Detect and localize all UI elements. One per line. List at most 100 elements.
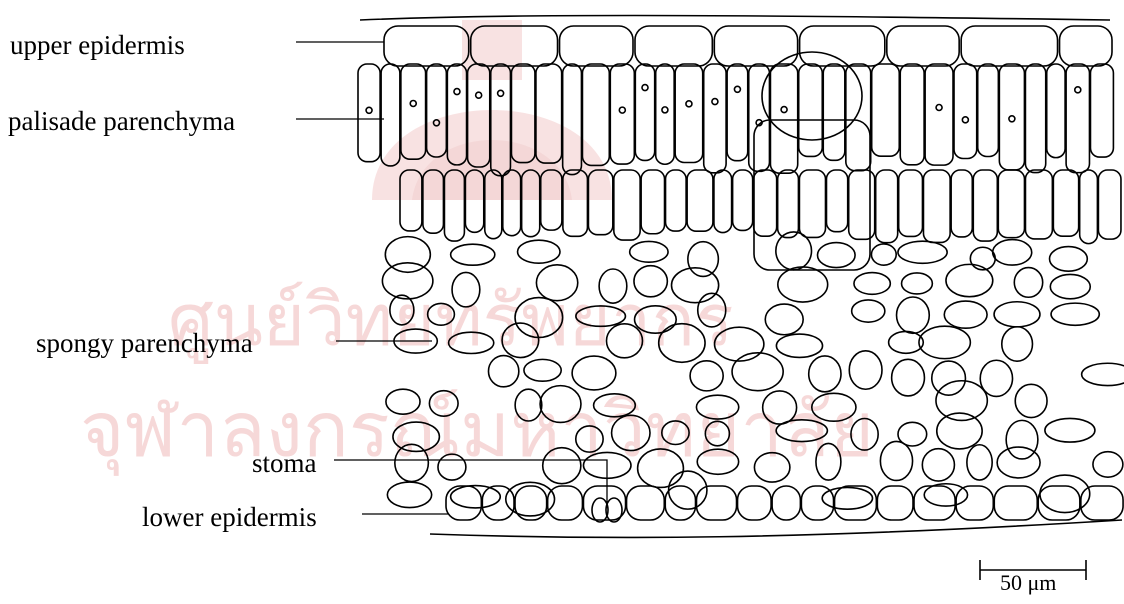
- palisade-cell: [635, 64, 654, 160]
- palisade-cell: [1098, 170, 1121, 239]
- spongy-cell: [688, 242, 719, 277]
- spongy-cell: [1082, 363, 1124, 385]
- palisade-cell: [733, 170, 753, 230]
- palisade-cell: [799, 170, 825, 237]
- palisade-cell: [687, 170, 713, 231]
- spongy-cell: [936, 381, 987, 421]
- spongy-cell: [1045, 418, 1095, 442]
- palisade-cell: [588, 170, 612, 235]
- palisade-cell: [872, 64, 900, 156]
- lower-epidermis-cell: [548, 486, 583, 520]
- spongy-cell: [997, 447, 1040, 478]
- palisade-cell: [465, 170, 483, 232]
- spongy-cell: [993, 240, 1032, 266]
- spongy-cell: [776, 232, 812, 270]
- palisade-cell: [1066, 64, 1089, 173]
- cell-nucleus: [476, 92, 482, 98]
- lower-epidermis-cell: [914, 486, 955, 520]
- spongy-cell: [816, 443, 841, 480]
- spongy-cell: [536, 265, 577, 301]
- label-stoma: stoma: [252, 450, 317, 477]
- spongy-cell: [889, 331, 924, 353]
- upper-epidermis-cell: [961, 26, 1057, 66]
- palisade-cell: [1025, 64, 1045, 173]
- upper-epidermis-cell: [384, 26, 469, 66]
- spongy-cell: [967, 445, 992, 480]
- cell-nucleus: [433, 120, 439, 126]
- cell-nucleus: [936, 104, 942, 110]
- spongy-cell: [880, 441, 912, 480]
- palisade-cell: [491, 64, 511, 176]
- palisade-cell: [641, 170, 664, 234]
- upper-cuticle-line: [360, 16, 1110, 21]
- spongy-cell: [818, 243, 856, 268]
- palisade-cell: [799, 64, 823, 156]
- palisade-cell: [536, 64, 562, 163]
- upper-epidermis-cell: [1060, 26, 1112, 66]
- palisade-cell: [951, 170, 972, 237]
- palisade-cell: [400, 170, 422, 231]
- label-lower-epidermis: lower epidermis: [142, 504, 317, 531]
- cell-nucleus: [366, 107, 372, 113]
- spongy-cell: [809, 356, 841, 392]
- palisade-cell: [1047, 64, 1065, 158]
- spongy-cell: [1002, 327, 1033, 361]
- spongy-cell: [634, 266, 667, 297]
- lower-epidermis-cell: [583, 486, 625, 520]
- spongy-cell: [902, 273, 933, 294]
- spongy-cell: [515, 298, 563, 338]
- palisade-cell: [582, 64, 609, 165]
- upper-epidermis-cell: [635, 26, 712, 66]
- palisade-cell: [978, 64, 999, 156]
- palisade-cell: [714, 170, 732, 233]
- palisade-cell: [973, 170, 997, 241]
- spongy-cell: [922, 449, 954, 481]
- lower-epidermis-cell: [627, 486, 665, 520]
- cell-nucleus: [410, 100, 416, 106]
- palisade-cell: [503, 170, 521, 236]
- leader-lines: [296, 42, 607, 514]
- spongy-cell: [428, 303, 455, 325]
- palisade-cell: [770, 64, 797, 173]
- spongy-cell: [386, 389, 420, 414]
- spongy-cell: [599, 269, 627, 303]
- palisade-cell: [675, 64, 703, 162]
- palisade-cell: [1080, 170, 1098, 244]
- palisade-cell: [401, 64, 426, 159]
- palisade-cell: [468, 64, 490, 167]
- palisade-cell: [923, 170, 950, 242]
- palisade-cell: [823, 64, 845, 160]
- spongy-cell: [452, 272, 480, 306]
- palisade-cell: [925, 64, 953, 165]
- palisade-cell: [1090, 64, 1113, 157]
- spongy-cell: [429, 391, 458, 417]
- palisade-cell: [485, 170, 502, 239]
- spongy-cell: [449, 332, 494, 353]
- palisade-cell: [656, 64, 674, 164]
- lower-epidermis-cell: [738, 486, 772, 520]
- palisade-cell: [704, 64, 726, 173]
- label-upper-epidermis: upper epidermis: [10, 32, 185, 59]
- spongy-cell: [451, 244, 495, 265]
- cell-layers: [358, 16, 1124, 538]
- palisade-cell: [954, 64, 977, 159]
- spongy-cell: [854, 273, 890, 295]
- lower-epidermis-cell: [665, 486, 695, 520]
- spongy-cell: [776, 420, 827, 442]
- upper-epidermis-cell: [471, 26, 558, 66]
- spongy-cell: [812, 393, 856, 421]
- palisade-cell: [522, 170, 540, 237]
- palisade-cell: [541, 170, 562, 230]
- spongy-cell: [715, 327, 764, 361]
- lower-epidermis-cell: [877, 486, 913, 520]
- spongy-cell: [1093, 452, 1123, 477]
- spongy-cell: [776, 334, 822, 357]
- spongy-cell: [572, 356, 616, 390]
- spongy-cell: [994, 302, 1040, 327]
- spongy-cell: [502, 323, 539, 357]
- cell-nucleus: [781, 107, 787, 113]
- palisade-cell: [1053, 170, 1078, 236]
- spongy-cell: [543, 448, 581, 484]
- spongy-cell: [395, 444, 429, 481]
- spongy-cell: [488, 356, 518, 387]
